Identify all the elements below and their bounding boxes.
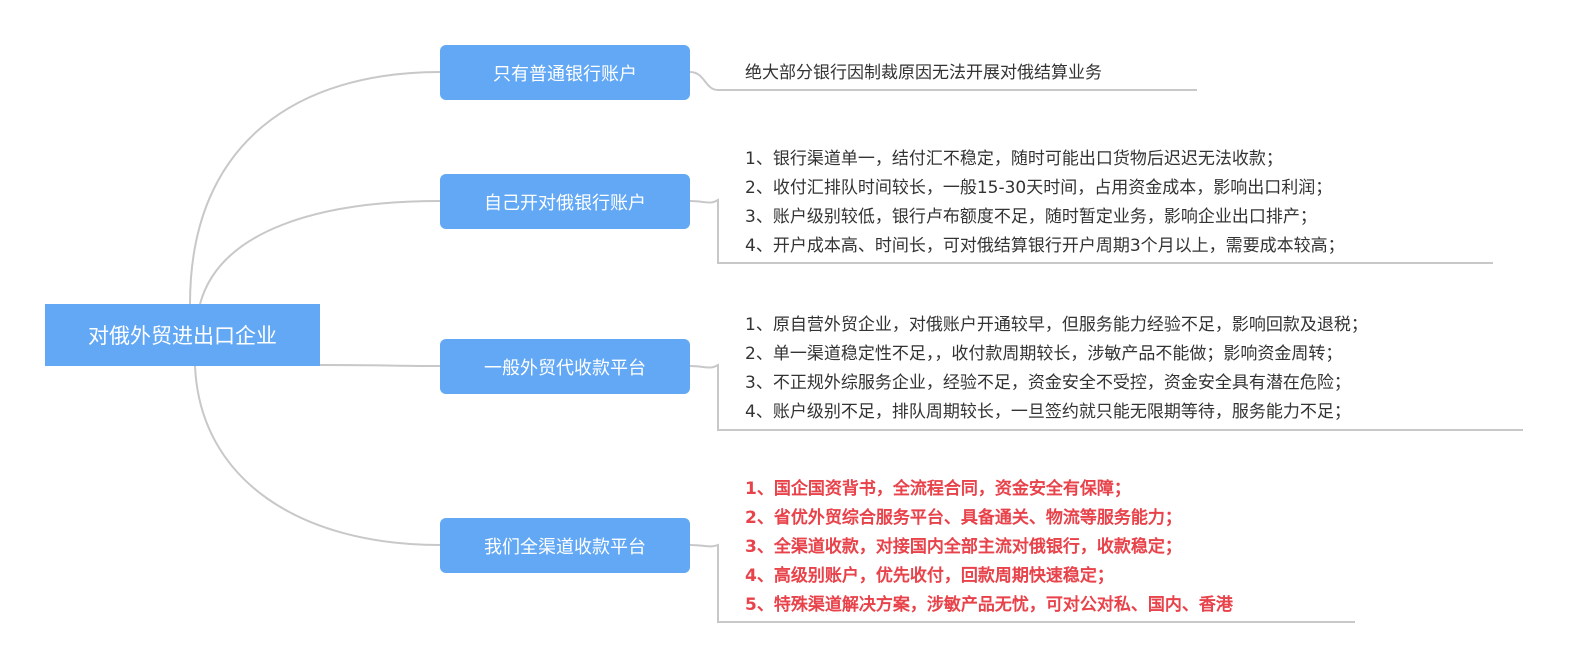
branch-label: 只有普通银行账户 <box>493 63 637 85</box>
detail-line: 1、国企国资背书，全流程合同，资金安全有保障； <box>745 479 1131 499</box>
connector-root-branch-2 <box>199 200 441 305</box>
branch-node-general-platform[interactable]: 一般外贸代收款平台 <box>440 339 690 394</box>
connector-root-branch-1 <box>189 71 441 305</box>
detail-own-account: 1、银行渠道单一，结付汇不稳定，随时可能出口货物后迟迟无法收款； 2、收付汇排队… <box>745 145 1345 261</box>
root-node[interactable]: 对俄外贸进出口企业 <box>45 304 320 366</box>
connector-branch-2-detail <box>689 198 1493 264</box>
branch-node-our-platform[interactable]: 我们全渠道收款平台 <box>440 518 690 573</box>
connector-branch-1-detail <box>689 71 1197 91</box>
detail-line: 绝大部分银行因制裁原因无法开展对俄结算业务 <box>745 63 1102 83</box>
detail-line: 1、原自营外贸企业，对俄账户开通较早，但服务能力经验不足，影响回款及退税； <box>745 315 1368 335</box>
root-label: 对俄外贸进出口企业 <box>88 324 277 348</box>
detail-line: 3、全渠道收款，对接国内全部主流对俄银行，收款稳定； <box>745 537 1182 557</box>
branch-label: 自己开对俄银行账户 <box>484 192 646 214</box>
detail-line: 4、高级别账户，优先收付，回款周期快速稳定； <box>745 566 1114 586</box>
detail-line: 3、不正规外综服务企业，经验不足，资金安全不受控，资金安全具有潜在危险； <box>745 373 1351 393</box>
detail-line: 5、特殊渠道解决方案，涉敏产品无忧，可对公对私、国内、香港 <box>745 595 1233 615</box>
branch-node-own-account[interactable]: 自己开对俄银行账户 <box>440 174 690 229</box>
connector-branch-3-detail <box>689 363 1523 431</box>
connector-root-branch-3 <box>319 364 441 367</box>
detail-line: 4、开户成本高、时间长，可对俄结算银行开户周期3个月以上，需要成本较高； <box>745 236 1345 256</box>
connector-branch-4-detail <box>689 543 1355 623</box>
branch-node-regular-bank[interactable]: 只有普通银行账户 <box>440 45 690 100</box>
detail-line: 2、收付汇排队时间较长，一般15-30天时间，占用资金成本，影响出口利润； <box>745 178 1333 198</box>
detail-line: 2、单一渠道稳定性不足，，收付款周期较长，涉敏产品不能做；影响资金周转； <box>745 344 1343 364</box>
detail-general-platform: 1、原自营外贸企业，对俄账户开通较早，但服务能力经验不足，影响回款及退税； 2、… <box>745 311 1368 427</box>
detail-line: 3、账户级别较低，银行卢布额度不足，随时暂定业务，影响企业出口排产； <box>745 207 1317 227</box>
detail-regular-bank: 绝大部分银行因制裁原因无法开展对俄结算业务 <box>745 59 1102 88</box>
connector-root-branch-4 <box>194 365 441 546</box>
detail-line: 1、银行渠道单一，结付汇不稳定，随时可能出口货物后迟迟无法收款； <box>745 149 1283 169</box>
branch-label: 我们全渠道收款平台 <box>484 536 646 558</box>
detail-our-platform: 1、国企国资背书，全流程合同，资金安全有保障； 2、省优外贸综合服务平台、具备通… <box>745 475 1233 620</box>
branch-label: 一般外贸代收款平台 <box>484 357 646 379</box>
detail-line: 4、账户级别不足，排队周期较长，一旦签约就只能无限期等待，服务能力不足； <box>745 402 1351 422</box>
detail-line: 2、省优外贸综合服务平台、具备通关、物流等服务能力； <box>745 508 1182 528</box>
